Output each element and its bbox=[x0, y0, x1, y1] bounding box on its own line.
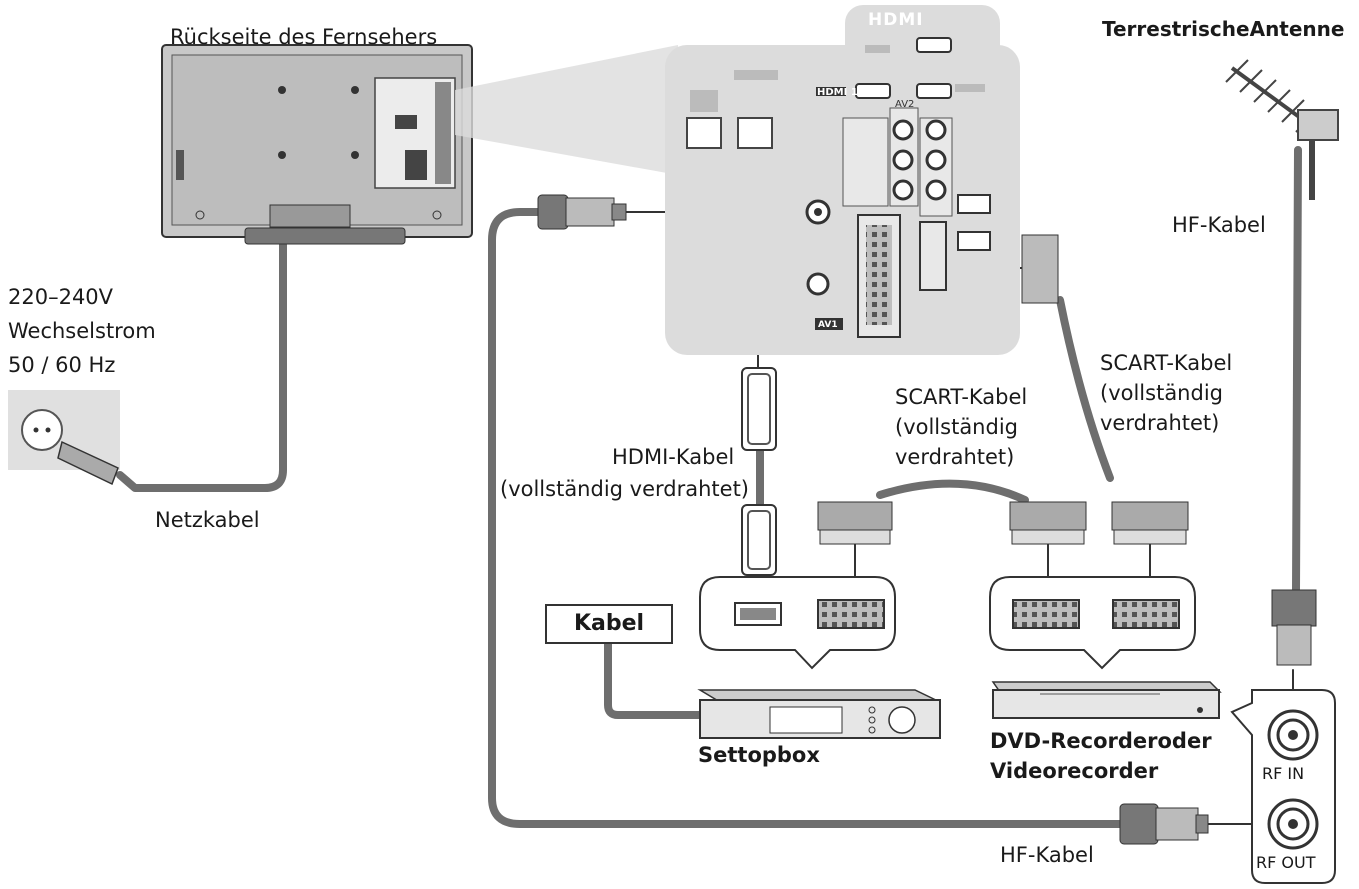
scart-cable-right-label: SCART-Kabel (vollständig verdrahtet) bbox=[1100, 348, 1232, 438]
rf-out-label: RF OUT bbox=[1256, 853, 1316, 872]
power-spec-label: 220–240V Wechselstrom 50 / 60 Hz bbox=[8, 282, 156, 380]
power-cable bbox=[116, 221, 287, 492]
panel-hdmi-logo: HDMI bbox=[868, 10, 924, 30]
panel-hdmi1-label: HDMI 1 bbox=[817, 87, 858, 98]
power-cable-label: Netzkabel bbox=[155, 508, 260, 532]
hf-cable-top-label: HF-Kabel bbox=[1172, 213, 1266, 237]
scart-mid-line2: (vollständig bbox=[895, 415, 1018, 439]
power-type: Wechselstrom bbox=[8, 319, 156, 343]
scart-right-line1: SCART-Kabel bbox=[1100, 351, 1233, 375]
antenna-label: TerrestrischeAntenne bbox=[1102, 17, 1345, 41]
scart-plug-icon bbox=[1009, 501, 1087, 545]
scart-right-line3: verdrahtet) bbox=[1100, 411, 1220, 435]
antenna-icon bbox=[1225, 59, 1339, 200]
wall-socket-icon bbox=[8, 390, 120, 486]
settopbox-sockets-callout bbox=[699, 576, 896, 670]
recorder-sockets-callout bbox=[989, 576, 1196, 670]
panel-av1-label: AV1 bbox=[818, 320, 838, 330]
tv-back-label: Rückseite des Fernsehers bbox=[170, 25, 438, 49]
recorder-line1: DVD-Recorderoder bbox=[990, 729, 1212, 753]
coax-plug-icon bbox=[1119, 803, 1209, 845]
dvd-recorder-icon bbox=[991, 681, 1222, 719]
coax-plug-icon bbox=[1271, 589, 1317, 666]
tv-back-icon bbox=[161, 44, 473, 245]
rf-connector-icon bbox=[1267, 709, 1319, 761]
recorder-label: DVD-Recorderoder Videorecorder bbox=[990, 726, 1212, 786]
scart-mid-line3: verdrahtet) bbox=[895, 445, 1015, 469]
power-voltage: 220–240V bbox=[8, 285, 114, 309]
rf-connector-icon bbox=[1267, 798, 1319, 850]
scart-plug-icon bbox=[1111, 501, 1189, 545]
panel-av2-label: AV2 bbox=[895, 99, 915, 110]
cable-box-line bbox=[604, 638, 704, 719]
hdmi-plug-icon bbox=[741, 367, 777, 451]
hdmi-cable-label-line2: (vollständig verdrahtet) bbox=[500, 477, 749, 501]
recorder-line2: Videorecorder bbox=[990, 759, 1159, 783]
scart-plug-icon bbox=[817, 501, 893, 545]
scart-cable-mid bbox=[876, 479, 1029, 504]
settopbox-label: Settopbox bbox=[698, 743, 820, 767]
hf-cable-antenna bbox=[1292, 146, 1302, 594]
cable-source-box: Kabel bbox=[545, 604, 673, 644]
scart-cable-mid-label: SCART-Kabel (vollständig verdrahtet) bbox=[895, 382, 1027, 472]
scart-cable-right bbox=[1056, 296, 1114, 482]
hdmi-plug-icon bbox=[741, 504, 777, 576]
coax-plug-icon bbox=[537, 194, 627, 230]
scart-plug-icon bbox=[1021, 234, 1059, 304]
zoom-wedge bbox=[455, 45, 678, 175]
rf-in-label: RF IN bbox=[1262, 764, 1305, 783]
power-frequency: 50 / 60 Hz bbox=[8, 353, 116, 377]
settopbox-icon bbox=[697, 689, 941, 739]
hdmi-cable-label-line1: HDMI-Kabel bbox=[612, 445, 735, 469]
scart-right-line2: (vollständig bbox=[1100, 381, 1223, 405]
hf-cable-loop bbox=[488, 208, 1144, 828]
scart-mid-line1: SCART-Kabel bbox=[895, 385, 1028, 409]
tv-connection-panel bbox=[665, 5, 1020, 355]
hf-cable-bottom-label: HF-Kabel bbox=[1000, 843, 1094, 867]
